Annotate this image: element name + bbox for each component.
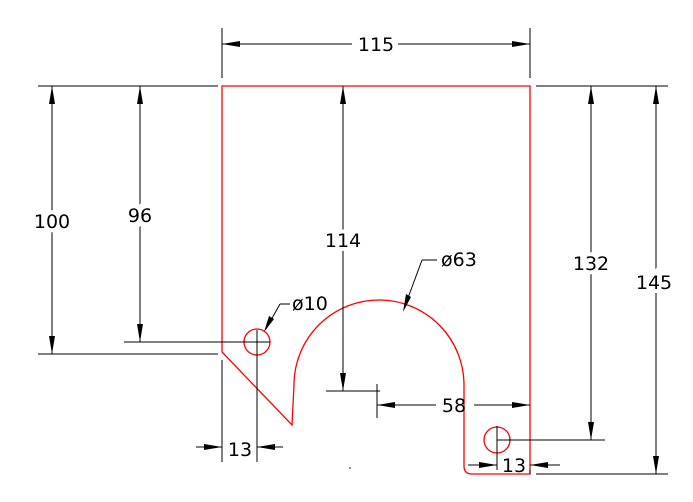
dim-13-right-label: 13 <box>502 455 526 477</box>
dim-arc-diameter: ø63 <box>403 249 477 312</box>
dim-left-height: 100 <box>30 86 74 354</box>
dim-58-label: 58 <box>442 395 466 417</box>
dim-overall-width: 115 <box>222 34 530 56</box>
dim-115-label: 115 <box>358 34 394 56</box>
part-profile <box>221 85 531 475</box>
dim-145-label: 145 <box>636 272 672 294</box>
dim-phi63-label: ø63 <box>441 249 477 271</box>
dim-arc-offset: 58 <box>377 395 530 417</box>
stray-dot <box>349 467 351 469</box>
dim-100-label: 100 <box>34 211 70 233</box>
extension-lines <box>38 28 668 475</box>
dim-hole-diameter: ø10 <box>264 293 328 332</box>
dim-13-left-label: 13 <box>228 439 252 461</box>
dim-left-hole-offset: 13 <box>196 439 283 461</box>
dim-right-hole-offset: 13 <box>468 455 560 477</box>
part-outline <box>221 85 531 475</box>
dim-arc-center-height: 114 <box>321 86 365 391</box>
dim-132-label: 132 <box>573 253 609 275</box>
dim-114-label: 114 <box>325 230 361 252</box>
dim-overall-height: 145 <box>632 86 676 474</box>
dim-right-hole-height: 132 <box>569 86 613 440</box>
dim-hole-height: 96 <box>124 86 156 342</box>
dim-96-label: 96 <box>128 205 152 227</box>
dim-phi10-label: ø10 <box>292 293 328 315</box>
